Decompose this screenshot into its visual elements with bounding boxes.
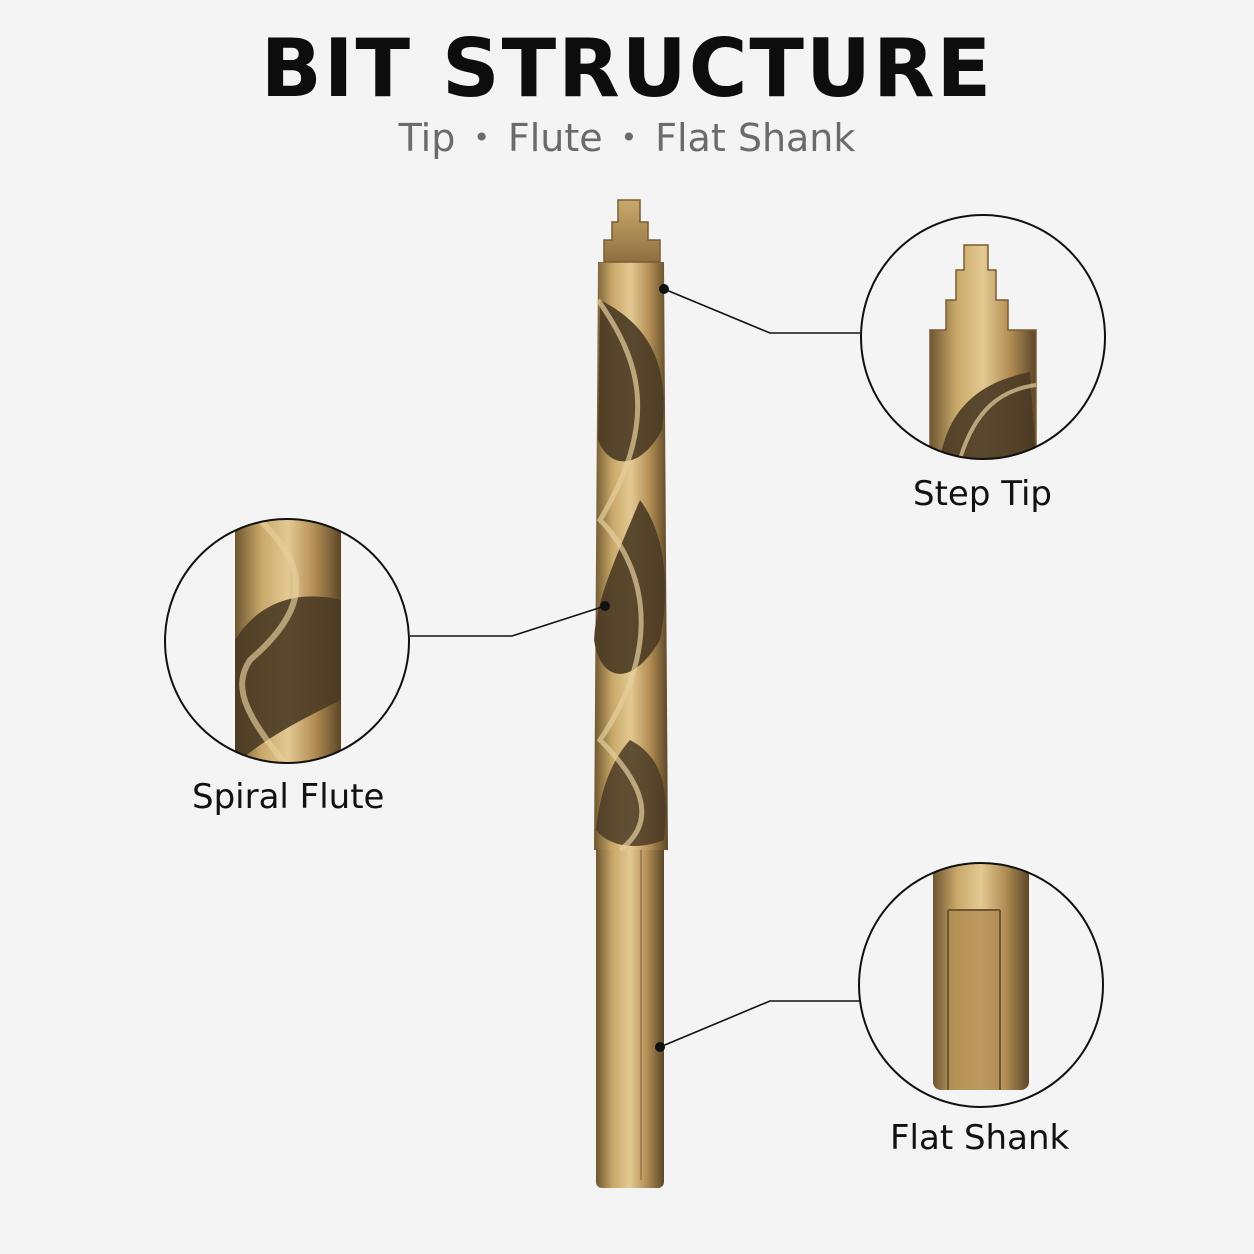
bit-step-tip [603, 199, 661, 263]
leader-lines [410, 288, 860, 1048]
leader-line-tip [663, 288, 860, 334]
flute-groove [594, 500, 666, 674]
separator-dot: • [620, 121, 638, 154]
flat-shank-zoom [858, 862, 1104, 1108]
leader-line-shank [659, 1000, 860, 1048]
zoom-circle [164, 518, 410, 764]
callout-label-step-tip: Step Tip [913, 474, 1052, 514]
subtitle-flat-shank: Flat Shank [655, 116, 856, 160]
separator-dot: • [473, 121, 490, 154]
flute-groove [596, 740, 666, 846]
step-tip-zoom [860, 214, 1106, 460]
bit-shank [596, 840, 664, 1188]
page-title: BIT STRUCTURE [260, 22, 994, 115]
leader-line-flute [410, 605, 606, 637]
callout-label-spiral-flute: Spiral Flute [192, 777, 385, 817]
callout-label-flat-shank: Flat Shank [890, 1118, 1070, 1158]
spiral-flute-zoom [164, 518, 410, 764]
anchor-dot [655, 1042, 665, 1052]
zoom-circle [858, 862, 1104, 1108]
drill-bit [594, 199, 668, 1188]
anchor-dot [600, 601, 610, 611]
subtitle: Tip • Flute • Flat Shank [0, 116, 1254, 160]
zoom-circle [860, 214, 1106, 460]
anchor-dot [659, 284, 669, 294]
subtitle-tip: Tip [398, 116, 456, 160]
subtitle-flute: Flute [507, 116, 603, 160]
flute-groove [598, 300, 664, 462]
